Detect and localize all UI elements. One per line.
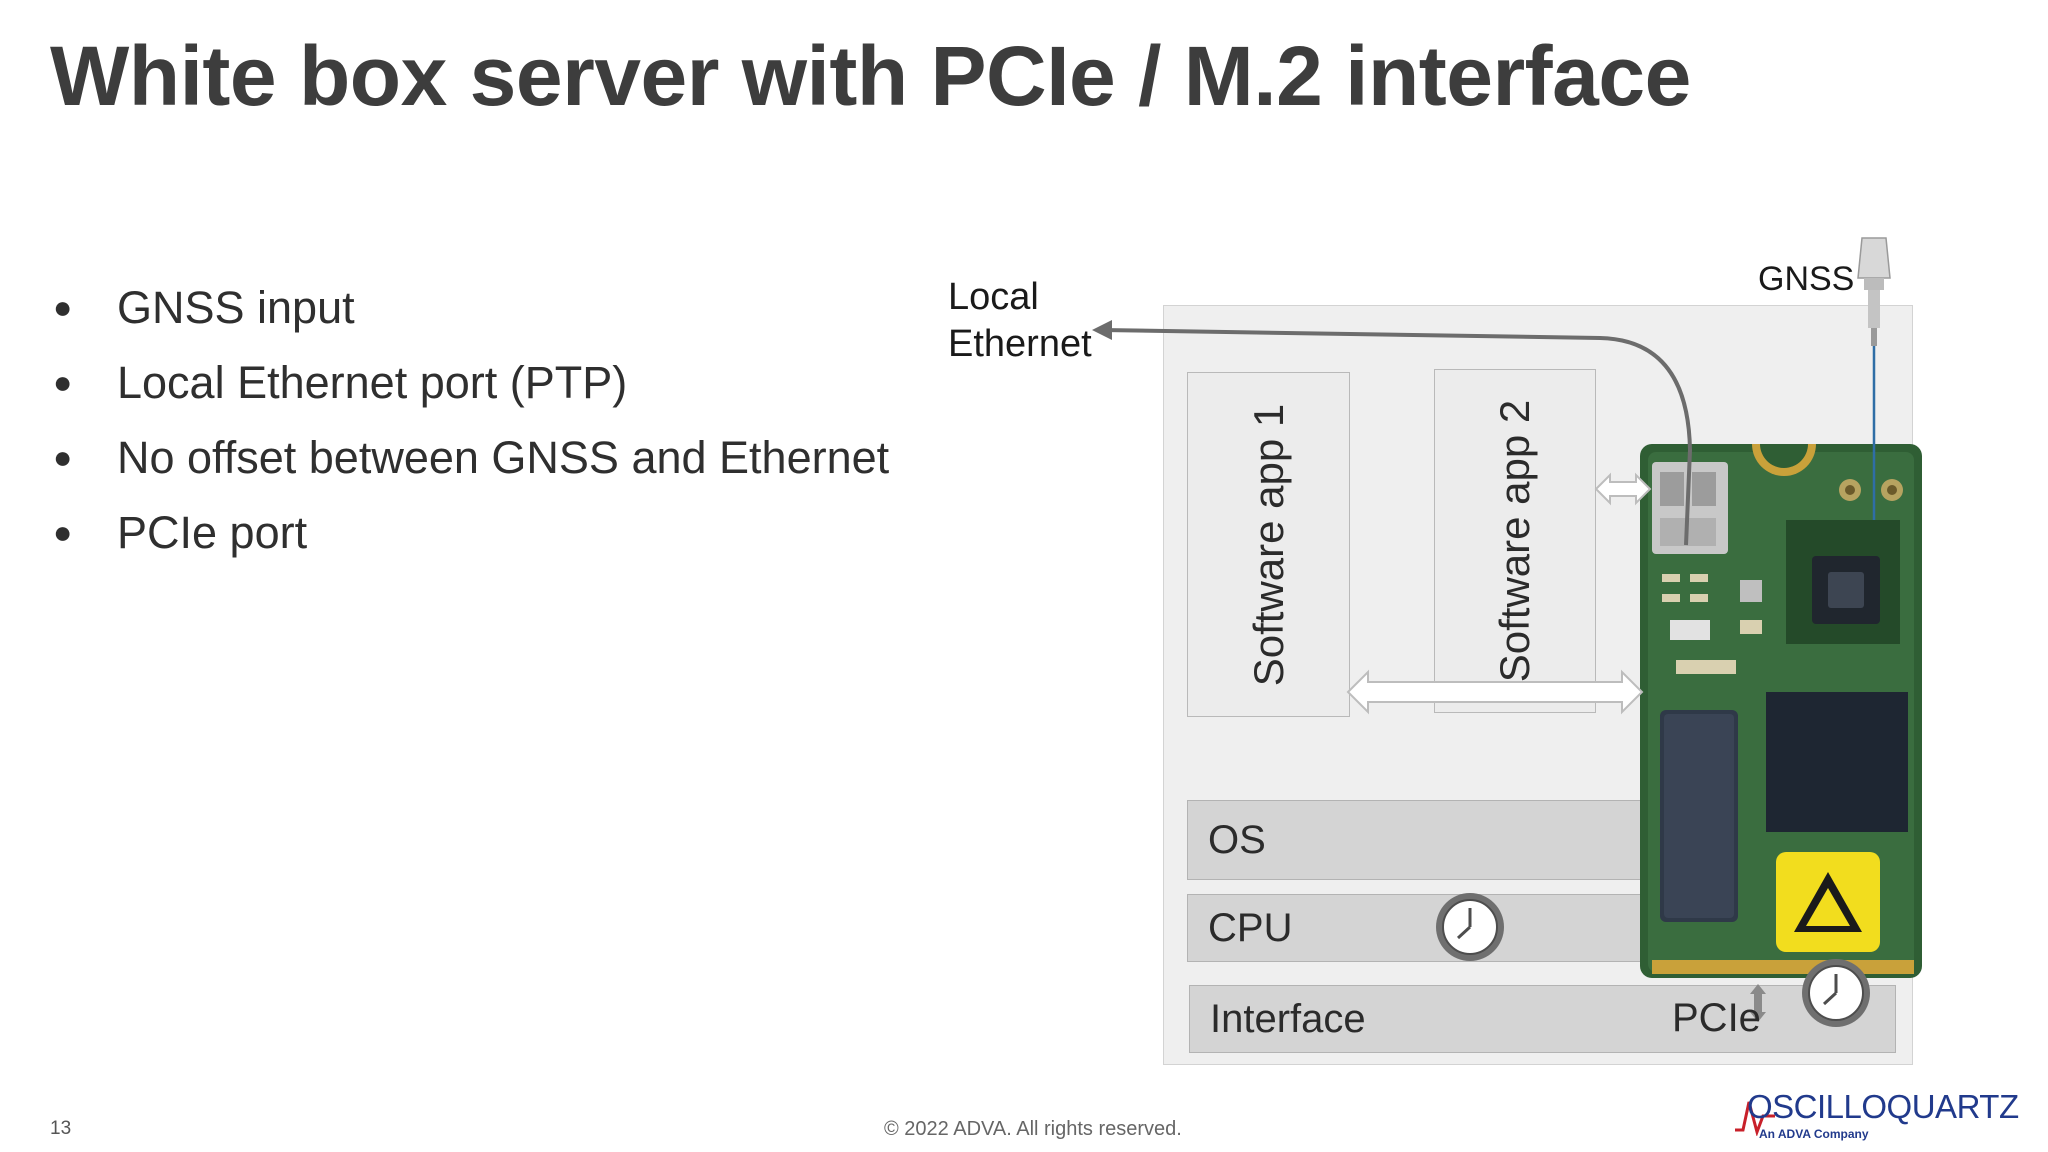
logo-subtext: An ADVA Company <box>1759 1127 1869 1141</box>
bullet-item: ● No offset between GNSS and Ethernet <box>50 420 889 495</box>
bullet-text: PCIe port <box>117 507 308 558</box>
os-label: OS <box>1208 817 1266 862</box>
bullet-text: GNSS input <box>117 282 355 333</box>
logo-wave-icon <box>1735 1101 1775 1136</box>
bullet-item: ● PCIe port <box>50 495 889 570</box>
bullet-text: Local Ethernet port (PTP) <box>117 357 628 408</box>
pcie-label: PCIe <box>1672 996 1761 1040</box>
cpu-clock-icon <box>1436 893 1504 961</box>
local-ethernet-label-line1: Local <box>948 276 1039 318</box>
local-ethernet-arrow-icon <box>1092 320 1112 340</box>
slide-number: 13 <box>50 1118 72 1139</box>
interface-layer: Interface <box>1189 985 1896 1053</box>
copyright-notice: © 2022 ADVA. All rights reserved. <box>884 1118 1182 1140</box>
m2-card-image <box>1640 444 1922 978</box>
bullet-dot-icon: ● <box>53 289 73 325</box>
bullet-item: ● Local Ethernet port (PTP) <box>50 345 889 420</box>
app-to-card-double-arrow-icon <box>1346 669 1644 715</box>
gnss-antenna-icon <box>1857 237 1891 346</box>
bullet-dot-icon: ● <box>53 439 73 475</box>
slide-title: White box server with PCIe / M.2 interfa… <box>50 29 1691 123</box>
gnss-label: GNSS <box>1758 260 1855 298</box>
software-app-2-box: Software app 2 <box>1434 369 1596 713</box>
bullet-item: ● GNSS input <box>50 270 889 345</box>
software-app-1-box: Software app 1 <box>1187 372 1350 717</box>
oscilloquartz-logo: OSCILLOQUARTZ An ADVA Company <box>1735 1088 2019 1146</box>
card-clock-icon <box>1802 959 1870 1027</box>
bullet-text: No offset between GNSS and Ethernet <box>117 432 890 483</box>
app2-to-card-arrow-icon <box>1594 472 1652 506</box>
interface-label: Interface <box>1210 996 1366 1041</box>
bullet-list: ● GNSS input ● Local Ethernet port (PTP) ●… <box>50 270 889 570</box>
local-ethernet-cable <box>1098 328 1693 546</box>
local-ethernet-label-line2: Ethernet <box>948 323 1092 365</box>
logo-text: OSCILLOQUARTZ <box>1747 1088 2019 1125</box>
cpu-label: CPU <box>1208 905 1293 950</box>
bullet-dot-icon: ● <box>53 514 73 550</box>
pcie-vertical-arrow-icon <box>1750 984 1766 1022</box>
bullet-dot-icon: ● <box>53 364 73 400</box>
os-layer: OS <box>1187 800 1657 880</box>
cpu-layer: CPU <box>1187 894 1657 962</box>
